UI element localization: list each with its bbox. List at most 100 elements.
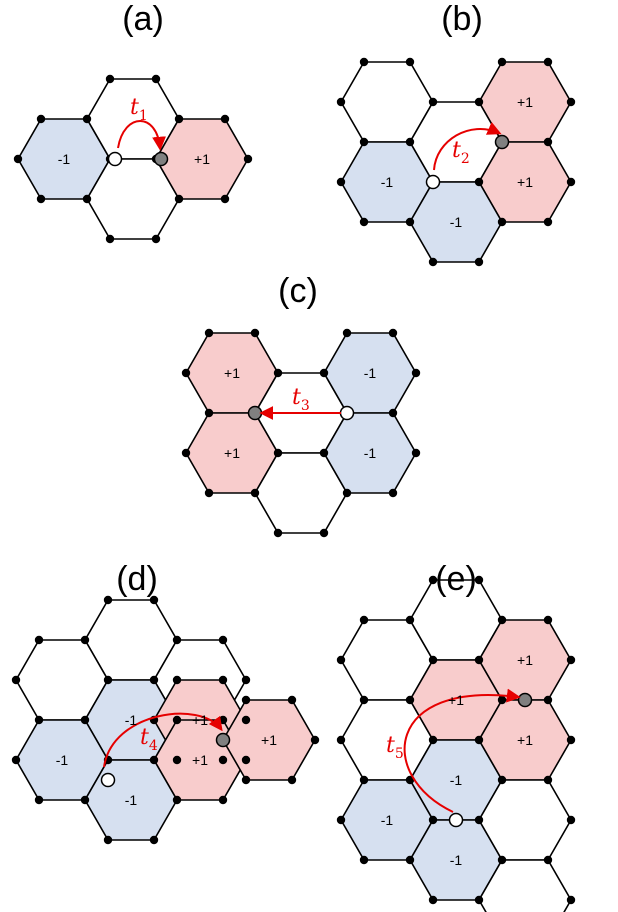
lattice-site: [428, 575, 438, 585]
lattice-site: [103, 595, 113, 605]
lattice-site: [287, 695, 297, 705]
hop-start-site: [425, 174, 441, 190]
lattice-site: [172, 635, 182, 645]
lattice-site: [82, 114, 92, 124]
lattice-site: [497, 775, 507, 785]
lattice-site: [319, 528, 329, 538]
lattice-site: [36, 114, 46, 124]
lattice-site: [405, 615, 415, 625]
lattice-site: [388, 408, 398, 418]
lattice-site: [543, 137, 553, 147]
lattice-site: [218, 755, 228, 765]
lattice-site: [336, 735, 346, 745]
lattice-site: [204, 488, 214, 498]
cell-charge-label: -1: [125, 712, 138, 728]
lattice-site: [105, 74, 115, 84]
lattice-site: [172, 755, 182, 765]
lattice-site: [543, 855, 553, 865]
lattice-site: [149, 835, 159, 845]
hopping-arrow: [433, 122, 502, 171]
lattice-site: [174, 194, 184, 204]
panel-label: (b): [441, 0, 483, 38]
lattice-site: [474, 177, 484, 187]
lattice-site: [204, 328, 214, 338]
lattice-site: [241, 695, 251, 705]
hopping-arrow: [403, 688, 521, 813]
hop-symbol: t: [130, 95, 139, 120]
lattice-site: [474, 815, 484, 825]
lattice-site: [319, 368, 329, 378]
lattice-site: [566, 97, 576, 107]
lattice-site: [241, 775, 251, 785]
cell-charge-label: +1: [192, 712, 208, 728]
hopping-amplitude-label: t2: [452, 138, 470, 167]
lattice-site: [474, 97, 484, 107]
lattice-site: [181, 448, 191, 458]
lattice-site: [411, 368, 421, 378]
lattice-site: [359, 137, 369, 147]
lattice-site: [336, 655, 346, 665]
lattice-site: [405, 57, 415, 67]
lattice-site: [11, 755, 21, 765]
cell-charge-label: -1: [364, 445, 377, 461]
cell-charge-label: -1: [450, 852, 463, 868]
lattice-site: [149, 595, 159, 605]
hop-start-site: [100, 772, 116, 788]
cell-charge-label: +1: [448, 692, 464, 708]
lattice-site: [103, 835, 113, 845]
lattice-site: [174, 114, 184, 124]
hopping-amplitude-label: t3: [292, 385, 310, 414]
hopping-arrow: [117, 120, 167, 151]
lattice-site: [287, 775, 297, 785]
lattice-site: [82, 194, 92, 204]
lattice-site: [149, 755, 159, 765]
lattice-site: [497, 57, 507, 67]
lattice-site: [474, 655, 484, 665]
cell-charge-label: -1: [125, 792, 138, 808]
lattice-site: [474, 895, 484, 905]
lattice-site: [566, 655, 576, 665]
cell-charge-label: +1: [517, 652, 533, 668]
lattice-site: [273, 528, 283, 538]
lattice-site: [359, 855, 369, 865]
cell-charge-label: +1: [192, 752, 208, 768]
lattice-site: [336, 815, 346, 825]
lattice-site: [359, 695, 369, 705]
lattice-site: [543, 775, 553, 785]
hop-subscript: 5: [395, 746, 404, 762]
hop-start-site: [339, 405, 355, 421]
lattice-site: [474, 735, 484, 745]
lattice-site: [411, 448, 421, 458]
hop-subscript: 4: [149, 738, 158, 754]
panel-label: (d): [116, 560, 158, 598]
lattice-site: [250, 488, 260, 498]
cell-charge-label: +1: [224, 365, 240, 381]
hop-end-site: [153, 151, 169, 167]
lattice-site: [319, 448, 329, 458]
hop-symbol: t: [140, 725, 149, 750]
lattice-site: [543, 695, 553, 705]
lattice-site: [428, 735, 438, 745]
lattice-site: [11, 675, 21, 685]
lattice-site: [342, 488, 352, 498]
lattice-site: [34, 715, 44, 725]
lattice-site: [566, 895, 576, 905]
lattice-site: [543, 217, 553, 227]
lattice-site: [220, 114, 230, 124]
lattice-site: [336, 97, 346, 107]
hop-end-site: [247, 405, 263, 421]
lattice-site: [105, 234, 115, 244]
lattice-site: [172, 675, 182, 685]
hop-symbol: t: [452, 138, 461, 163]
lattice-site: [34, 795, 44, 805]
lattice-site: [151, 74, 161, 84]
lattice-site: [359, 775, 369, 785]
lattice-site: [241, 755, 251, 765]
hop-symbol: t: [292, 385, 301, 410]
lattice-site: [80, 795, 90, 805]
lattice-site: [204, 408, 214, 418]
lattice-site: [428, 895, 438, 905]
lattice-site: [220, 194, 230, 204]
lattice-site: [342, 328, 352, 338]
